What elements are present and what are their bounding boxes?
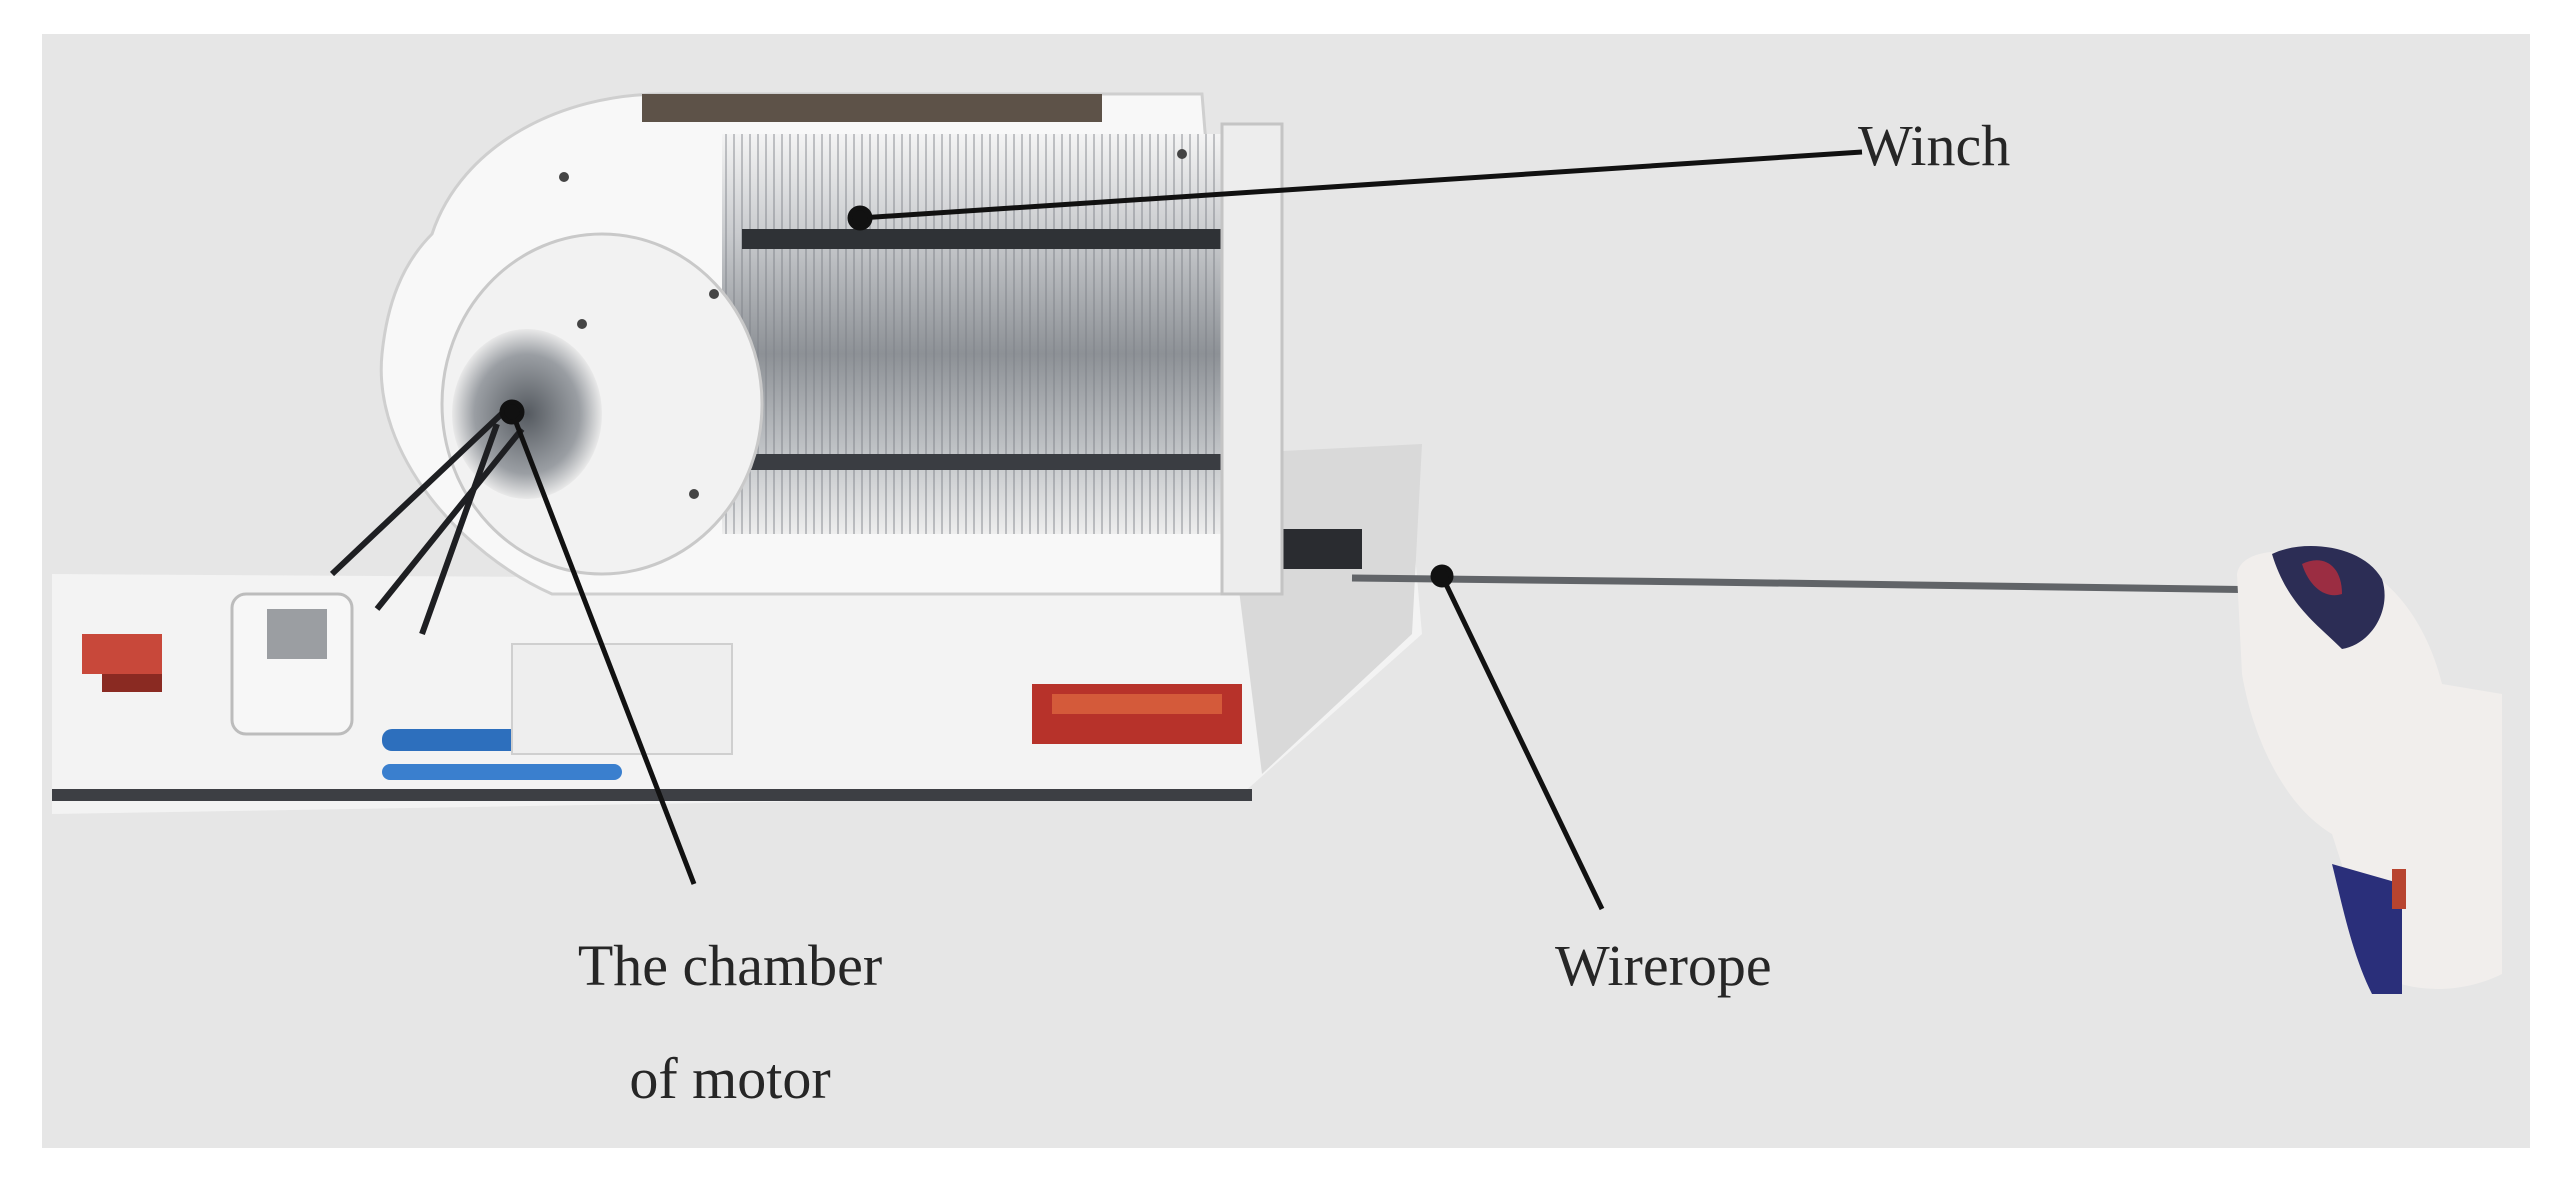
annotation-lines [499, 149, 1863, 911]
chamber-label-line1: The chamber [577, 933, 883, 998]
winch-leader-dot [847, 205, 873, 231]
photo-panel [42, 34, 2530, 1148]
motor-cables [329, 401, 525, 636]
winch-leader-line [859, 149, 1863, 221]
wirerope-line [1351, 574, 2278, 594]
hand [2237, 546, 2502, 994]
winch-body [379, 92, 1284, 596]
winch-label: Winch [1858, 113, 2011, 178]
wirerope-leader-line [1439, 574, 1605, 911]
wirerope-leader-dot [1430, 564, 1454, 588]
base-platform [52, 444, 1422, 814]
chamber-leader-dot [499, 399, 525, 425]
chamber-label-line2: of motor [629, 1046, 831, 1111]
wirerope-label: Wirerope [1555, 933, 1772, 998]
chamber-leader-line [509, 411, 697, 885]
winch-photo [52, 92, 2502, 994]
